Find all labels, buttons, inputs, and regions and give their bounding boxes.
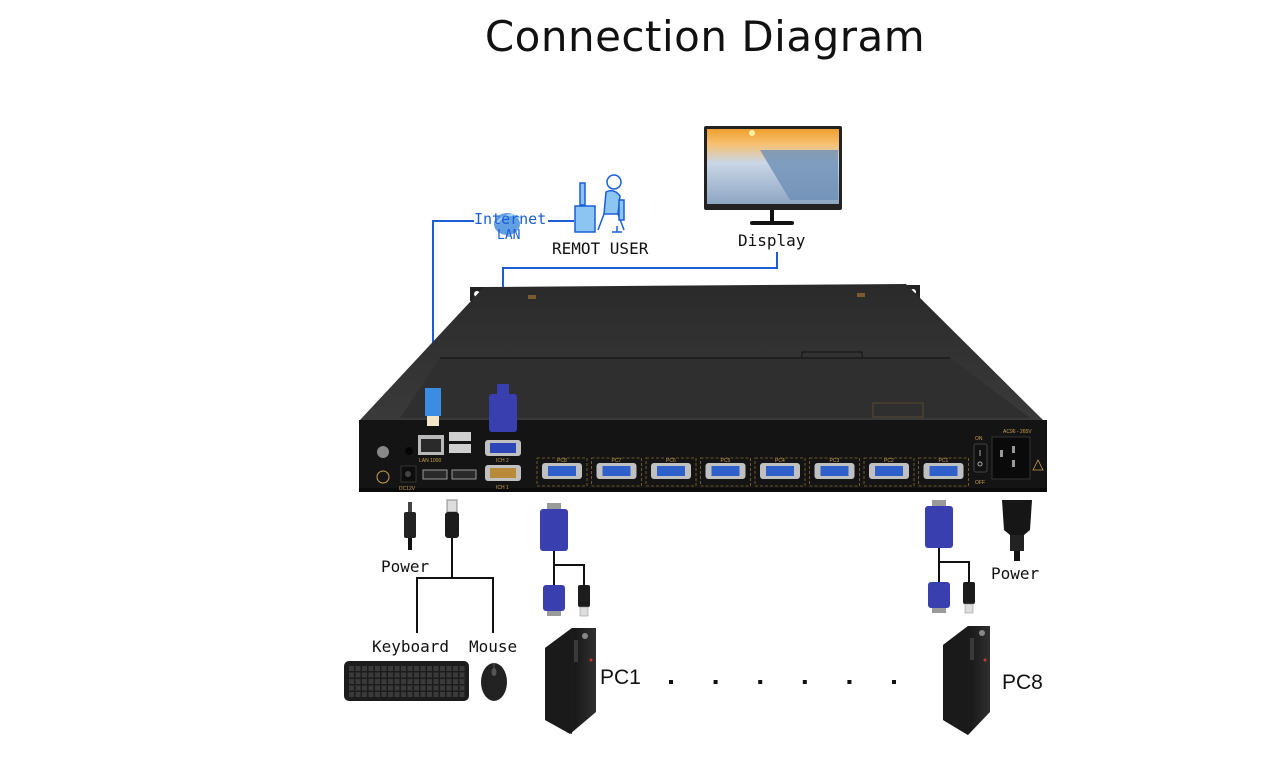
pc-port-pc3: PC3 [809, 457, 860, 487]
pc-port-label: PC5 [721, 458, 731, 464]
usb-plug-icon [445, 499, 459, 578]
rj45-plug [425, 388, 441, 426]
pc-port-pc5: PC5 [700, 457, 751, 487]
pc-port-pc6: PC6 [645, 457, 697, 487]
display-monitor-icon [704, 126, 842, 225]
diagram-title: Connection Diagram [484, 12, 926, 61]
kvm-chassis [359, 284, 1047, 492]
reset-button [405, 447, 413, 455]
vga-plug-main [925, 506, 953, 548]
lan-port: LAN 1000 [418, 435, 444, 464]
ground-screw-icon [376, 446, 390, 484]
ellipsis-dot [713, 680, 718, 684]
usb-plug-pc [578, 585, 590, 607]
pc8-label: PC8 [1002, 671, 1043, 694]
mouse-label: Mouse [469, 637, 518, 656]
display-label: Display [738, 231, 806, 250]
pc-ellipsis-dots [669, 680, 896, 684]
vga-plug-tip [932, 500, 946, 506]
vga-plug-main [540, 509, 568, 551]
svg-text:ICH 2: ICH 2 [496, 458, 509, 464]
pc-port-pc2: PC2 [863, 457, 915, 487]
pc-port-pc8: PC8 [536, 457, 588, 487]
power-right-label: Power [991, 564, 1040, 583]
power-left-label: Power [381, 557, 430, 576]
svg-text:OFF: OFF [975, 480, 985, 486]
pc-port-label: PC2 [884, 458, 894, 464]
svg-text:ICH 1: ICH 1 [496, 485, 509, 491]
dc-power-port: DC12V [399, 465, 417, 492]
ellipsis-dot [802, 680, 807, 684]
svg-text:ON: ON [975, 436, 983, 442]
remote-user-icon [574, 174, 625, 233]
internet-globe-icon [494, 213, 521, 235]
ac-power-inlet: AC96 - 265V [991, 429, 1044, 480]
svg-text:AC96 - 265V: AC96 - 265V [1003, 429, 1032, 435]
lan-label: LAN [497, 228, 521, 243]
svg-text:LAN 1000: LAN 1000 [419, 458, 441, 464]
pc-port-label: PC8 [557, 458, 567, 464]
vga-plug-tip [547, 503, 561, 509]
pc8-tower-icon [943, 626, 990, 735]
usb-plug-pc [963, 582, 975, 604]
pc1-tower-icon [545, 628, 596, 734]
pc-port-pc1: PC1 [918, 457, 969, 487]
remote-user-label: REMOT USER [552, 239, 649, 258]
console-vga-port-1: ICH 1 [485, 465, 521, 491]
pc-port-pc4: PC4 [754, 457, 806, 487]
ellipsis-dot [847, 680, 852, 684]
keyboard-label: Keyboard [372, 637, 450, 656]
vga-plug-display [489, 384, 517, 432]
mouse-icon [481, 663, 507, 701]
internet-label: Internet [474, 210, 547, 228]
ellipsis-dot [758, 680, 763, 684]
power-switch: ON OFF [973, 436, 988, 486]
dc-power-plug-icon [404, 502, 416, 550]
console-vga-port-2: ICH 2 [485, 440, 521, 464]
pc-port-label: PC4 [775, 458, 785, 464]
ellipsis-dot [669, 680, 673, 684]
kvm-cable-pc8 [925, 500, 975, 614]
vga-plug-pc [928, 582, 950, 608]
pc-port-group: PC8 PC7 PC6 PC5 PC4 PC3 PC2 PC1 [536, 457, 969, 487]
usb-ports [422, 432, 477, 480]
vga-plug-pc [543, 585, 565, 611]
pc1-label: PC1 [600, 666, 641, 689]
pc-port-label: PC6 [666, 458, 676, 464]
pc-port-label: PC3 [830, 458, 840, 464]
pc-port-pc7: PC7 [591, 457, 642, 487]
pc-port-label: PC1 [939, 458, 949, 464]
kvm-cable-pc1 [540, 503, 590, 617]
pc-port-label: PC7 [612, 458, 622, 464]
keyboard-mouse-split-cable [416, 577, 494, 633]
network-cable [432, 220, 574, 388]
ellipsis-dot [892, 680, 896, 684]
keyboard-icon [344, 661, 469, 701]
svg-text:DC12V: DC12V [399, 486, 416, 492]
ac-power-cord-icon [1002, 500, 1032, 561]
